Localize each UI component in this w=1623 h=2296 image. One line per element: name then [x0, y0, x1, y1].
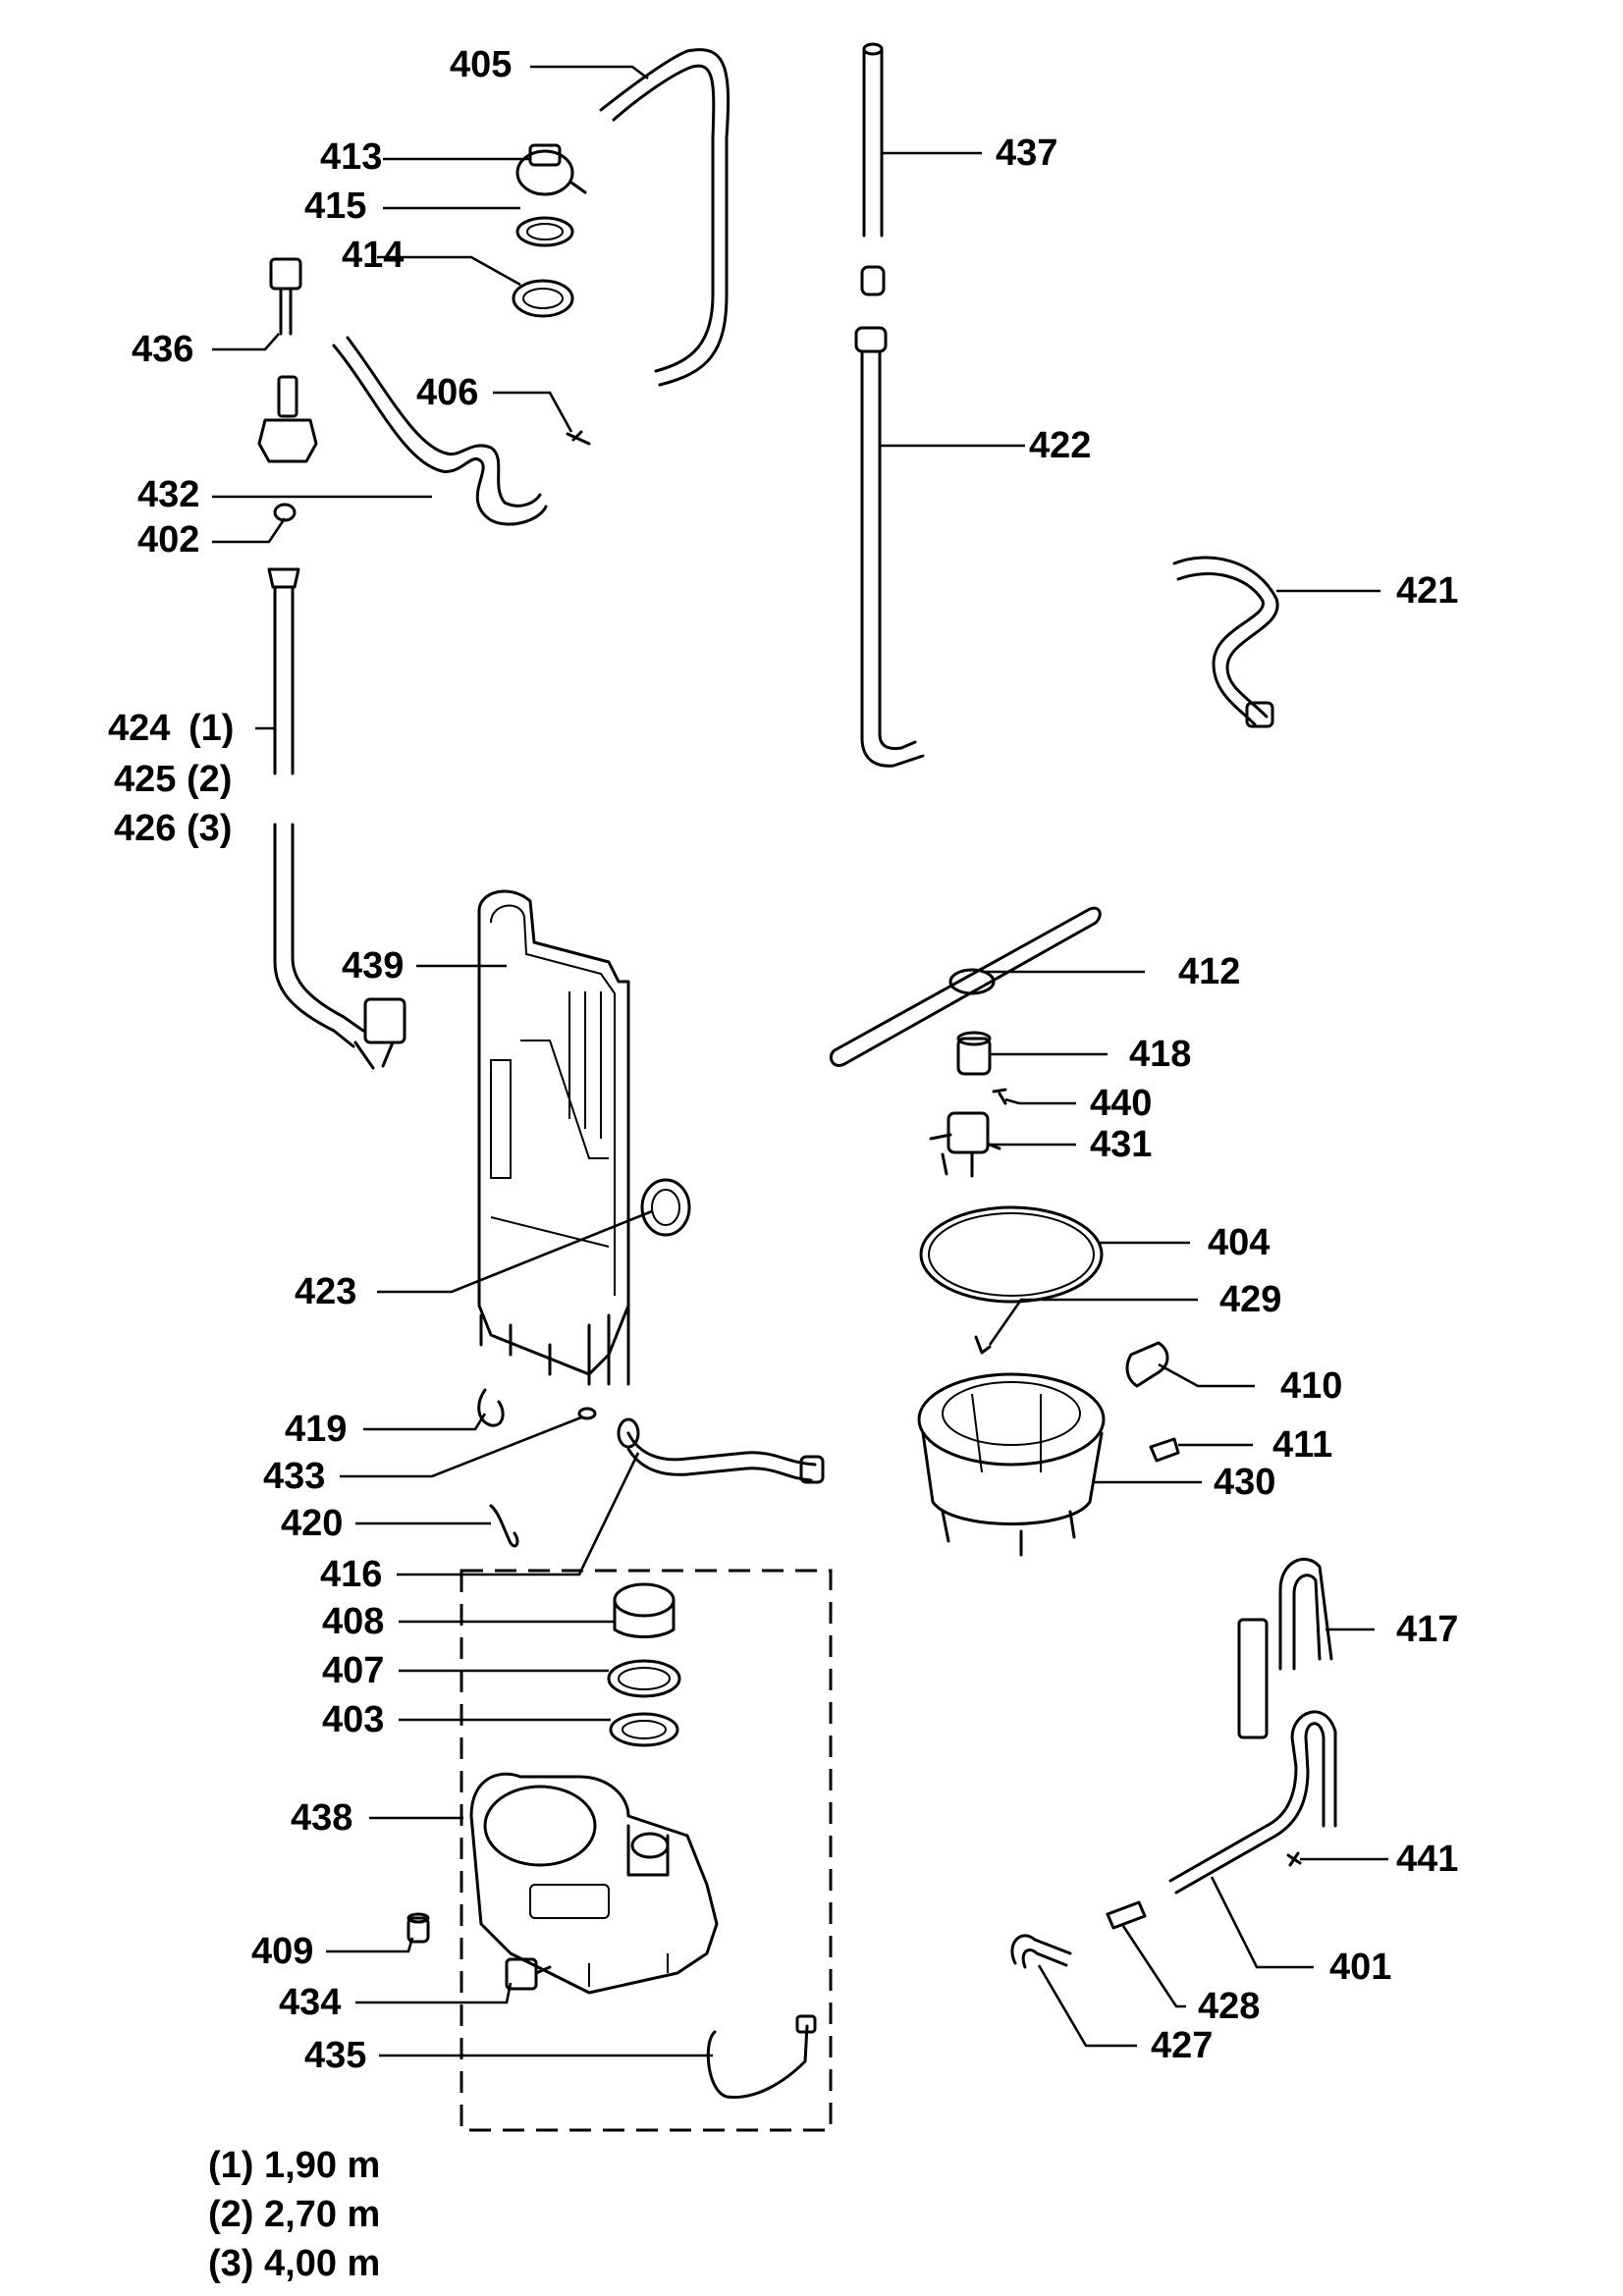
part-415-ring	[515, 216, 574, 247]
label-426-note: (3)	[187, 808, 232, 849]
part-413-cap	[515, 143, 587, 196]
legend-line-3: (3) 4,00 m	[208, 2243, 380, 2284]
part-406-clip	[566, 430, 591, 446]
part-420-clip	[489, 1504, 519, 1548]
label-423: 423	[295, 1271, 356, 1312]
label-407: 407	[322, 1650, 384, 1691]
part-404-seal	[919, 1205, 1104, 1304]
part-432-hose	[332, 336, 548, 526]
label-406: 406	[416, 372, 478, 413]
part-419-clip	[477, 1388, 505, 1427]
label-409: 409	[251, 1931, 313, 1972]
label-418: 418	[1129, 1034, 1191, 1075]
label-437: 437	[996, 133, 1057, 174]
part-422-tube	[854, 326, 925, 768]
part-437-tube	[862, 42, 884, 238]
part-438-tank	[469, 1772, 719, 1995]
label-428: 428	[1198, 1986, 1260, 2027]
part-421-pipe	[1172, 556, 1279, 728]
label-430: 430	[1214, 1462, 1275, 1503]
label-408: 408	[322, 1601, 384, 1642]
label-441: 441	[1396, 1839, 1458, 1880]
part-428-fitting	[1106, 1900, 1147, 1930]
part-431-motor	[929, 1111, 1001, 1178]
legend-line-1: (1) 1,90 m	[208, 2145, 380, 2186]
part-439-housing	[477, 889, 630, 1386]
part-435-wire	[706, 2014, 817, 2100]
label-414: 414	[342, 235, 404, 276]
label-424: 424	[108, 708, 170, 749]
leader-lines	[212, 65, 1388, 2057]
label-413: 413	[320, 136, 382, 178]
label-439: 439	[342, 945, 404, 987]
label-415: 415	[304, 186, 366, 227]
label-435: 435	[304, 2035, 366, 2076]
label-401: 401	[1329, 1947, 1391, 1988]
label-438: 438	[291, 1797, 352, 1839]
part-small-fitting	[860, 265, 886, 296]
length-legend: (1) 1,90 m (2) 2,70 m (3) 4,00 m	[208, 2145, 380, 2284]
part-436-valve-stem	[269, 257, 302, 336]
label-416: 416	[320, 1554, 382, 1595]
label-419: 419	[285, 1409, 347, 1450]
legend-line-2: (2) 2,70 m	[208, 2194, 380, 2235]
label-402: 402	[137, 519, 199, 561]
label-411: 411	[1272, 1424, 1332, 1466]
part-408-cap	[613, 1582, 676, 1638]
label-422: 422	[1029, 425, 1091, 466]
part-440-screw	[992, 1088, 1007, 1105]
label-434: 434	[279, 1982, 341, 2023]
label-432: 432	[137, 474, 199, 515]
part-411-screw	[1149, 1437, 1180, 1463]
assembly-boundary	[460, 1569, 833, 2132]
label-440: 440	[1090, 1083, 1152, 1124]
part-407-ring	[607, 1659, 681, 1698]
part-405-hose	[599, 48, 730, 387]
part-402-washer	[273, 503, 297, 522]
part-hose-lower	[273, 823, 406, 1070]
part-427-hook-pipe	[1010, 1934, 1072, 1969]
label-427: 427	[1151, 2025, 1213, 2066]
part-429-pin	[974, 1335, 992, 1355]
label-436: 436	[132, 329, 193, 370]
label-410: 410	[1280, 1365, 1342, 1407]
part-423-grommet	[640, 1178, 691, 1237]
part-441-screw	[1286, 1851, 1302, 1867]
part-434-connector	[505, 1957, 552, 1991]
part-417-bracket	[1237, 1557, 1333, 1739]
part-418-nut	[956, 1031, 992, 1076]
label-425: 425	[114, 759, 176, 800]
part-409-plug	[406, 1912, 430, 1944]
label-421: 421	[1396, 570, 1458, 612]
part-424-hose	[267, 567, 300, 775]
label-429: 429	[1219, 1279, 1281, 1320]
part-410-fitting	[1125, 1341, 1169, 1388]
part-valve-body	[257, 375, 318, 463]
label-420: 420	[281, 1503, 343, 1544]
label-425-note: (2)	[187, 759, 232, 800]
part-414-clamp	[512, 279, 574, 318]
label-424-note: (1)	[189, 708, 234, 749]
part-430-sump	[917, 1372, 1106, 1557]
label-403: 403	[322, 1699, 384, 1740]
part-412-spray-arm	[829, 906, 1102, 1067]
part-433-clip	[577, 1407, 597, 1420]
label-404: 404	[1208, 1222, 1270, 1263]
part-labels: 405 413 415 414 436 406 432 402 424 (1) …	[108, 44, 1458, 2076]
part-416-hose	[617, 1417, 825, 1484]
label-405: 405	[450, 44, 512, 85]
part-403-ring	[609, 1712, 679, 1747]
label-433: 433	[263, 1456, 325, 1497]
label-426: 426	[114, 808, 176, 849]
label-412: 412	[1178, 951, 1240, 992]
part-401-pipe	[1168, 1710, 1337, 1895]
label-417: 417	[1396, 1609, 1458, 1650]
label-431: 431	[1090, 1124, 1152, 1165]
